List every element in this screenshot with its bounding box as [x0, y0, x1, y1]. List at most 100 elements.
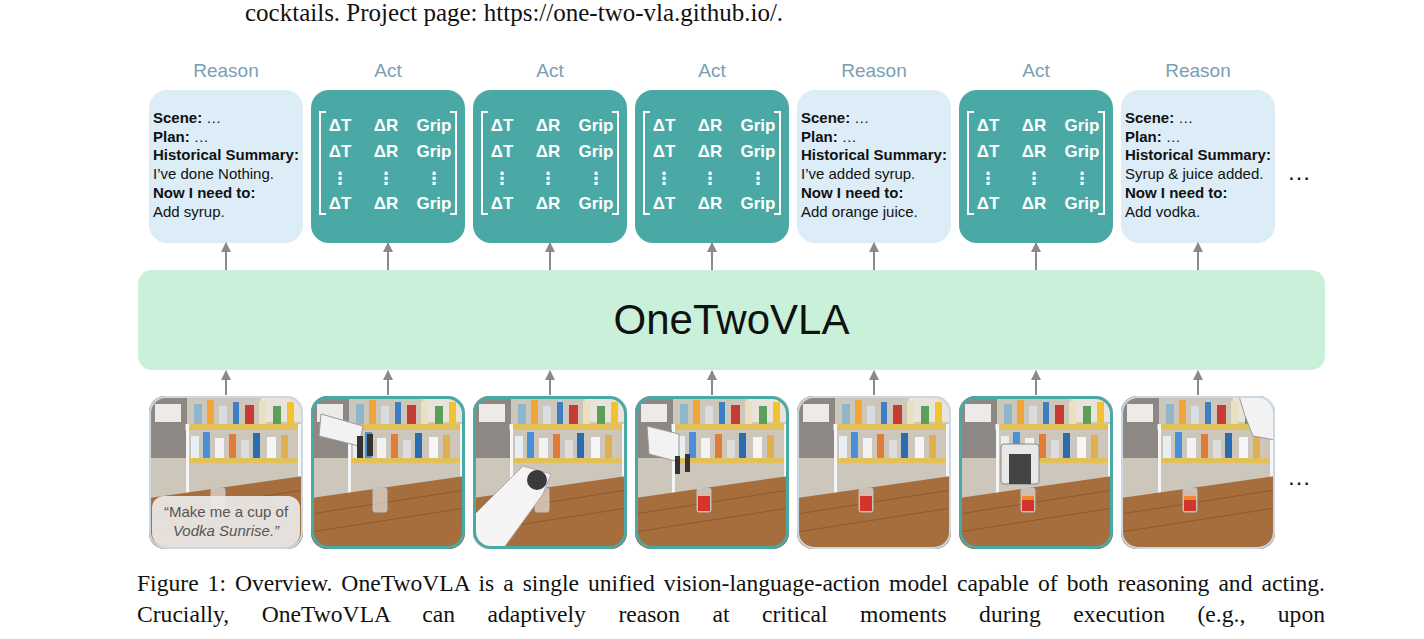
scene-photo	[959, 396, 1113, 549]
robot-arm	[473, 466, 551, 549]
action-token: ⋮	[733, 165, 783, 191]
matrix-brackets	[473, 90, 627, 243]
action-matrix: ΔTΔRGripΔTΔRGrip⋮⋮⋮ΔTΔRGrip	[965, 113, 1107, 217]
field-value: …	[1166, 128, 1181, 145]
action-matrix: ΔTΔRGripΔTΔRGrip⋮⋮⋮ΔTΔRGrip	[317, 113, 459, 217]
abstract-text: cocktails. Project page: https://one-two…	[245, 0, 783, 27]
field-label: Historical Summary:	[153, 146, 299, 163]
action-token: ΔR	[1011, 113, 1057, 139]
action-token: ΔR	[363, 139, 409, 165]
drink-layer	[1022, 496, 1034, 500]
flow-arrow	[549, 243, 551, 270]
field-label: Now I need to:	[1125, 184, 1228, 201]
flow-arrow	[1197, 243, 1199, 270]
field-value: Syrup & juice added.	[1125, 165, 1263, 182]
drink	[1184, 496, 1196, 511]
text-line: Now I need to:	[1125, 184, 1275, 203]
action-box: ActΔTΔRGripΔTΔRGrip⋮⋮⋮ΔTΔRGrip	[311, 90, 465, 243]
glass	[859, 488, 873, 512]
gripper-finger	[685, 454, 690, 472]
robot-gripper	[1001, 444, 1039, 484]
field-value: Add syrup.	[153, 203, 225, 220]
step-heading: Reason	[139, 59, 313, 83]
text-line: Syrup & juice added.	[1125, 165, 1275, 184]
step-heading: Act	[949, 59, 1123, 83]
field-value: Add vodka.	[1125, 203, 1200, 220]
flow-arrow	[711, 243, 713, 270]
action-token: ΔR	[687, 191, 733, 217]
gripper-finger	[357, 436, 363, 458]
bar-scene	[473, 396, 627, 549]
action-token: ⋮	[965, 165, 1011, 191]
action-token: ΔT	[317, 139, 363, 165]
bar-scene	[311, 396, 465, 549]
action-token: ΔR	[1011, 139, 1057, 165]
field-value: I’ve done Nothing.	[153, 165, 274, 182]
action-token: Grip	[1057, 139, 1107, 165]
drink	[860, 496, 872, 511]
action-matrix: ΔTΔRGripΔTΔRGrip⋮⋮⋮ΔTΔRGrip	[641, 113, 783, 217]
input-arrow	[873, 371, 875, 395]
text-line: Now I need to:	[153, 184, 303, 203]
field-value: …	[194, 128, 209, 145]
action-token: ⋮	[317, 165, 363, 191]
field-label: Plan:	[1125, 128, 1162, 145]
action-token: Grip	[409, 139, 459, 165]
action-token: ΔT	[479, 139, 525, 165]
action-token: Grip	[409, 113, 459, 139]
text-line: Scene:…	[1125, 109, 1275, 128]
glass	[1183, 488, 1197, 512]
action-token: Grip	[733, 113, 783, 139]
scene-photo	[635, 396, 789, 549]
reasoning-box: ReasonScene:…Plan:…Historical Summary:I’…	[149, 90, 303, 243]
text-line: Add syrup.	[153, 203, 303, 222]
action-token: ΔR	[687, 139, 733, 165]
action-token: ΔR	[525, 139, 571, 165]
drink-layer	[1184, 496, 1196, 500]
bar-scene	[635, 396, 789, 549]
scene-photo	[473, 396, 627, 549]
reasoning-box: ReasonScene:…Plan:…Historical Summary:I’…	[797, 90, 951, 243]
continuation-mark: …	[1287, 463, 1311, 491]
action-token: ΔR	[1011, 191, 1057, 217]
connector-group	[226, 243, 1198, 270]
instruction-text: “Make me a cup of	[152, 502, 300, 521]
field-value: Add orange juice.	[801, 203, 918, 220]
scene-photo	[1121, 396, 1275, 549]
drink	[1022, 496, 1034, 511]
input-arrow	[1197, 371, 1199, 395]
robot-joint	[527, 470, 547, 490]
flow-arrow	[387, 243, 389, 270]
model-name: OneTwoVLA	[614, 296, 850, 344]
photo-frame	[798, 397, 950, 548]
field-label: Scene:	[153, 109, 202, 126]
flow-arrow	[873, 243, 875, 270]
text-line: Historical Summary:	[801, 146, 951, 165]
action-matrix: ΔTΔRGripΔTΔRGrip⋮⋮⋮ΔTΔRGrip	[479, 113, 621, 217]
action-token: ΔR	[525, 113, 571, 139]
figure-caption: Figure 1: Overview. OneTwoVLA is a singl…	[137, 568, 1325, 630]
model-band: OneTwoVLA	[138, 270, 1325, 370]
step-heading: Act	[463, 59, 637, 83]
scene-photo	[149, 396, 303, 549]
photo-frame	[1122, 397, 1274, 548]
field-label: Scene:	[1125, 109, 1174, 126]
continuation-mark: …	[1287, 158, 1311, 186]
field-label: Now I need to:	[153, 184, 256, 201]
field-label: Now I need to:	[801, 184, 904, 201]
gripper-finger	[367, 434, 373, 456]
input-arrow	[225, 371, 227, 395]
action-token: ΔT	[641, 139, 687, 165]
photo-frame	[475, 398, 626, 548]
action-token: ΔR	[687, 113, 733, 139]
step-heading: Act	[301, 59, 475, 83]
photo-frame	[961, 398, 1112, 548]
text-line: Plan:…	[1125, 128, 1275, 147]
bar-scene	[1121, 396, 1275, 549]
text-line: I’ve done Nothing.	[153, 165, 303, 184]
field-value: …	[1178, 109, 1193, 126]
field-label: Plan:	[153, 128, 190, 145]
bar-scene	[149, 396, 303, 549]
